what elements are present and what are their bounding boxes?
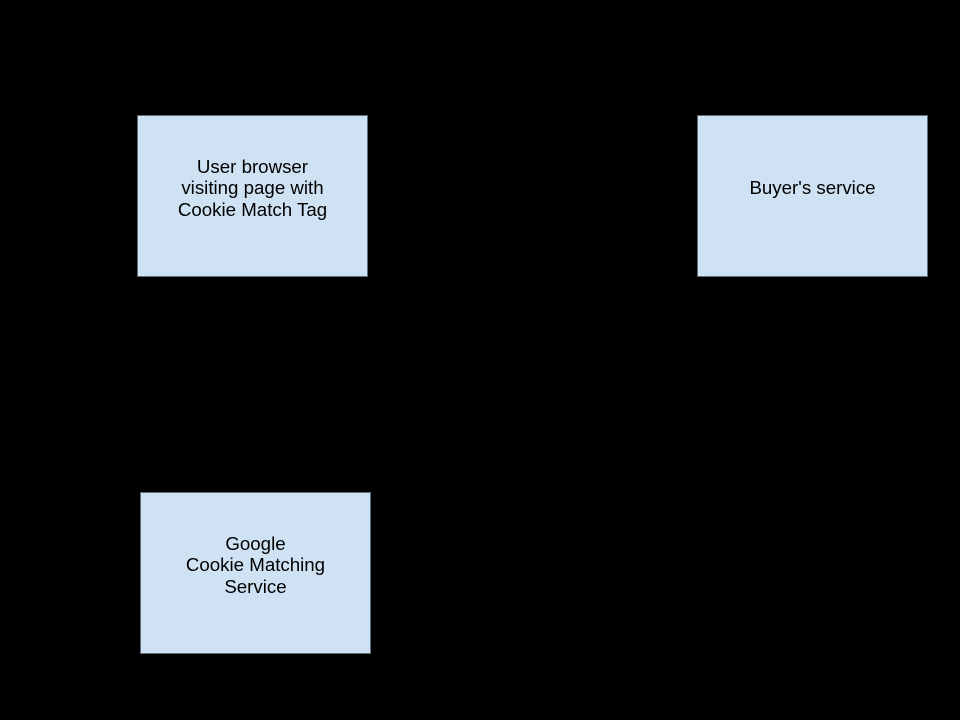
node-buyers-service: Buyer's service — [697, 115, 928, 277]
node-google-cookie-matching-service: Google Cookie Matching Service — [140, 492, 371, 654]
node-user-browser-label: User browser visiting page with Cookie M… — [177, 155, 328, 220]
node-buyers-service-label: Buyer's service — [749, 177, 876, 199]
node-user-browser: User browser visiting page with Cookie M… — [137, 115, 368, 277]
node-google-cookie-matching-service-label: Google Cookie Matching Service — [185, 532, 326, 597]
